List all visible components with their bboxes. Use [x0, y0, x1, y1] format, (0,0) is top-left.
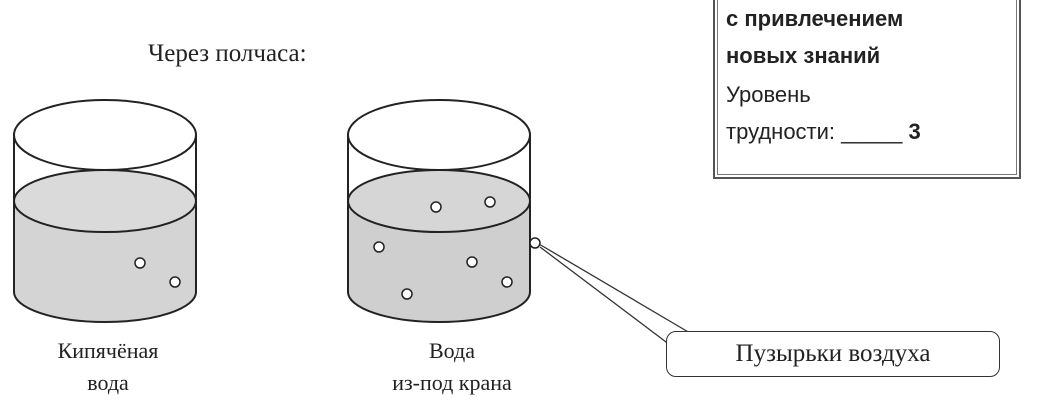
difficulty-level: 3 [908, 119, 921, 144]
beaker-tap [347, 99, 541, 323]
callout-air-bubbles: Пузырьки воздуха [666, 331, 1000, 377]
air-bubbles [373, 196, 541, 300]
info-line-2: новых знаний [726, 43, 881, 68]
label-boiled-2: вода [87, 370, 129, 395]
label-tap-1: Вода [429, 338, 475, 363]
difficulty-blank: _____ [841, 119, 903, 144]
beaker-boiled [13, 99, 197, 323]
air-bubbles [134, 257, 181, 288]
info-line-3: Уровень [726, 82, 811, 107]
heading: Через полчаса: [148, 40, 307, 67]
label-boiled-1: Кипячёная [57, 338, 159, 363]
info-line-1: с привлечением [726, 6, 904, 31]
label-tap-2: из-под крана [392, 370, 512, 395]
callout-pointer [538, 243, 691, 346]
info-box [713, 0, 1021, 179]
difficulty-label: трудности: [726, 119, 836, 144]
info-line-4: трудности: _____ 3 [726, 119, 921, 145]
